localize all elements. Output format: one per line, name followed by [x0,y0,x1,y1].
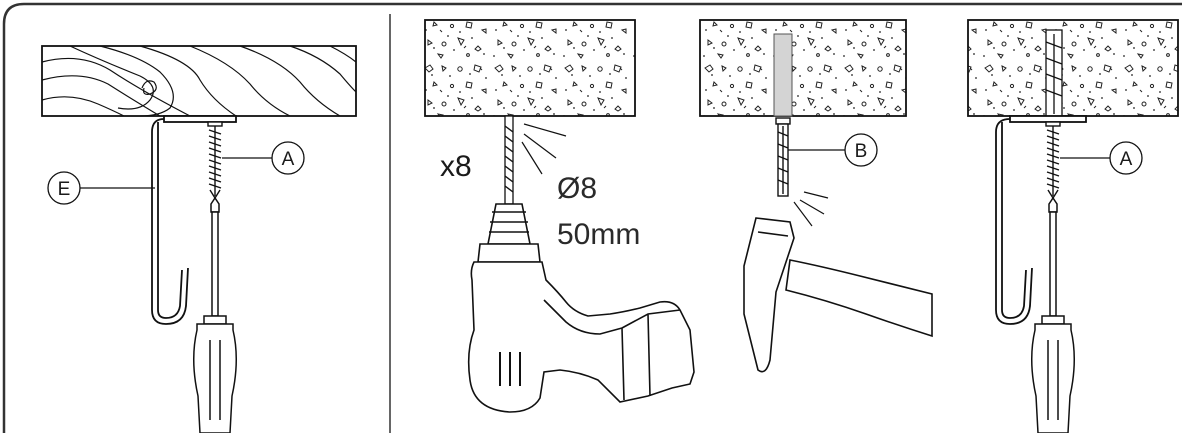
wood-beam [41,45,357,117]
screwdriver-concrete [1030,196,1076,433]
callout-label-a-concrete: A [1120,149,1133,170]
inserted-plug [1045,29,1063,117]
wall-screw [1045,121,1061,200]
hole-quantity: x8 [440,150,472,183]
callout-screw-a-concrete: A [1060,141,1143,175]
drilled-hole [773,33,793,117]
storage-hook-concrete [995,115,1087,325]
panel-wood-mount: E A [41,45,357,433]
screwdriver [192,196,238,433]
storage-hook [151,115,237,325]
drill-dust-rays [521,123,567,175]
callout-label-a: A [282,149,295,170]
panel-concrete-mount: A [967,19,1179,433]
hammer [743,217,933,373]
concrete-wall [424,19,636,117]
wood-screw [207,121,223,200]
concrete-wall-mount [967,19,1179,117]
panel-drilling: x8 Ø8 50mm [424,19,695,413]
callout-screw-a: A [222,141,305,175]
callout-label-b: B [855,141,868,162]
concrete-wall-dowel [699,19,907,117]
drill-depth: 50mm [557,218,640,251]
cordless-drill [467,203,695,413]
panel-dowel-insert: B [699,19,933,373]
callout-label-e: E [58,179,71,200]
callout-hook-e: E [47,171,155,205]
callout-dowel-b: B [788,133,878,167]
impact-rays [793,191,829,227]
drill-diameter: Ø8 [557,172,597,205]
wall-plug [775,117,791,197]
drill-bit [504,115,514,205]
